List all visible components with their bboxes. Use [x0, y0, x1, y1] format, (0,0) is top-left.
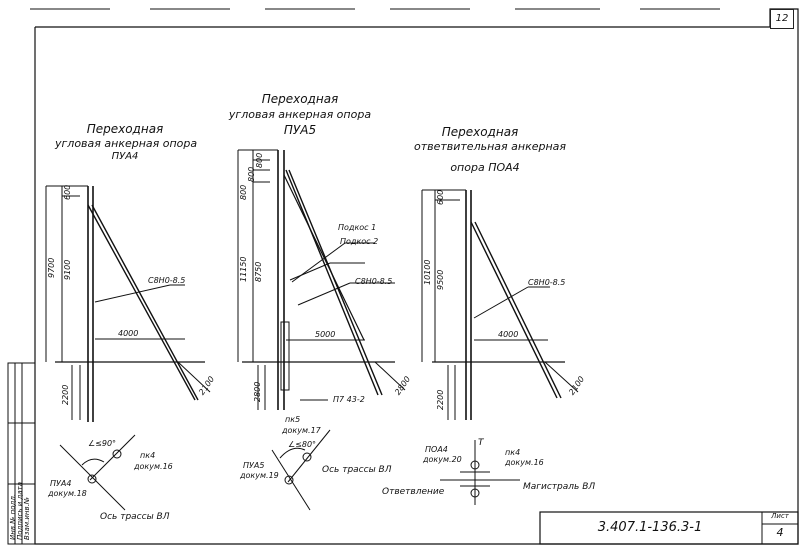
- scheme-2-pole-doc: докум.19: [240, 471, 279, 480]
- scheme-3-drawing: [440, 440, 520, 505]
- support-2-title-3: ПУА5: [283, 123, 317, 137]
- scheme-3-pole: ПОА4: [425, 445, 448, 454]
- scheme-1-pole-doc: докум.18: [48, 489, 87, 498]
- support-2-title-2: угловая анкерная опора: [228, 108, 372, 121]
- scheme-2-pk-doc: докум.17: [282, 426, 321, 435]
- support-3-top: 600: [436, 189, 445, 205]
- page-number: 12: [770, 9, 794, 29]
- support-3-title-3: опора ПОА4: [450, 161, 520, 174]
- scheme-1-pk: пк4: [140, 451, 156, 460]
- support-3-title-1: Переходная: [441, 125, 519, 139]
- support-1-title-1: Переходная: [86, 122, 164, 136]
- support-3-ground: 2200: [436, 389, 445, 410]
- scheme-1-drawing: [59, 434, 136, 511]
- document-code: 3.407.1-136.3-1: [597, 520, 703, 535]
- support-3-drawing: [421, 189, 579, 420]
- scheme-2-pk: пк5: [285, 415, 301, 424]
- scheme-2-axis: Ось трассы ВЛ: [322, 465, 392, 475]
- support-2-title-1: Переходная: [261, 92, 339, 106]
- support-1-title-2: угловая анкерная опора: [55, 137, 198, 150]
- scheme-2-angle: ∠≤80°: [288, 440, 317, 449]
- support-3-wire: С8Н0-8.5: [528, 278, 566, 287]
- support-1-wire: С8Н0-8.5: [148, 276, 186, 285]
- scheme-1-pole: ПУА4: [50, 479, 72, 488]
- title-block: [539, 511, 799, 545]
- scheme-3-pole-doc: докум.20: [423, 455, 462, 464]
- support-1-title-3: ПУА4: [111, 151, 139, 162]
- support-2-top-3: 800: [255, 152, 264, 168]
- support-2-upper: 8750: [254, 261, 263, 282]
- support-2-total: 11150: [239, 256, 248, 282]
- support-1-ground: 2200: [61, 384, 70, 405]
- scheme-3-branch: Ответвление: [382, 487, 445, 497]
- support-2-anchor: П7 43-2: [333, 395, 365, 404]
- scheme-3-pk-doc: докум.16: [505, 458, 544, 467]
- scheme-1-pk-doc: докум.16: [134, 462, 173, 471]
- support-1-total: 9700: [47, 257, 56, 278]
- support-2-ground: 2800: [253, 381, 262, 402]
- support-1-top: 600: [63, 184, 72, 200]
- scheme-1-angle: ∠≤90°: [88, 439, 117, 448]
- side-label-3: Взам.инв.№: [23, 496, 31, 540]
- support-2-wire: С8Н0-8.5: [355, 277, 393, 286]
- support-1-base: 4000: [118, 329, 139, 338]
- support-2-top-2: 800: [247, 166, 256, 182]
- support-3-total: 10100: [423, 259, 432, 285]
- scheme-1-axis: Ось трассы ВЛ: [100, 512, 170, 522]
- support-3-base: 4000: [498, 330, 519, 339]
- support-2-base: 5000: [315, 330, 336, 339]
- scheme-3-main: Магистраль ВЛ: [523, 482, 596, 492]
- scheme-3-t: Т: [478, 438, 484, 448]
- support-2-brace-2: Подкос 2: [340, 237, 379, 246]
- sheet-number: 4: [776, 526, 784, 539]
- support-1-drawing: [45, 185, 211, 422]
- support-2-drawing: [237, 149, 406, 410]
- scheme-2-pole: ПУА5: [243, 461, 265, 470]
- scheme-3-pk: пк4: [505, 448, 521, 457]
- support-3-upper: 9500: [436, 269, 445, 290]
- support-3-title-2: ответвительная анкерная: [413, 140, 567, 153]
- support-2-top-1: 800: [239, 184, 248, 200]
- scheme-2-drawing: [271, 429, 331, 511]
- sheet-label: Лист: [771, 512, 789, 520]
- support-2-brace-1: Подкос 1: [338, 223, 377, 232]
- support-1-upper: 9100: [63, 259, 72, 280]
